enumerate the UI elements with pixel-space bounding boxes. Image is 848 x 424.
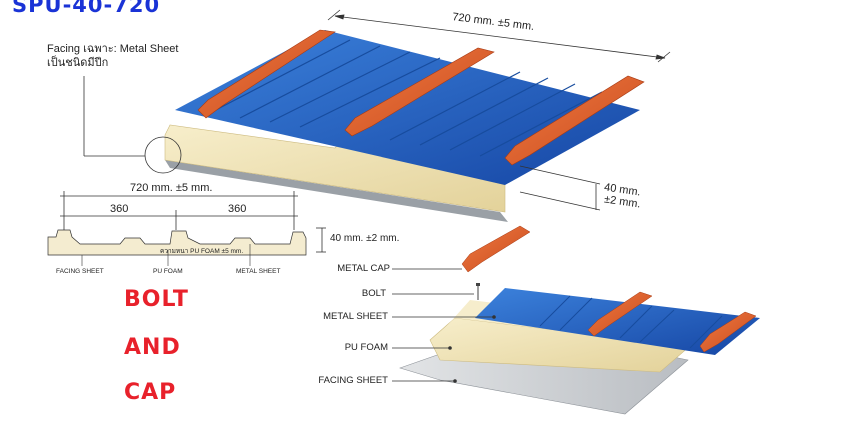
top-thickness-dimension bbox=[519, 165, 601, 211]
section-left-half: 360 bbox=[110, 203, 129, 215]
exploded-ribs bbox=[539, 295, 723, 349]
section-dimensions bbox=[60, 191, 326, 253]
exploded-metal-sheet bbox=[475, 288, 760, 355]
section-total-width: 720 mm. ±5 mm. bbox=[130, 182, 213, 194]
facing-note-line2: เป็นชนิดมีปีก bbox=[47, 57, 109, 69]
and-heading: AND bbox=[124, 335, 181, 360]
label-metal-sheet: METAL SHEET bbox=[323, 311, 388, 322]
section-metal-sheet: METAL SHEET bbox=[236, 268, 281, 275]
section-thickness: 40 mm. ±2 mm. bbox=[330, 233, 400, 244]
section-facing-sheet: FACING SHEET bbox=[56, 268, 104, 275]
section-pu-foam: PU FOAM bbox=[153, 268, 183, 275]
exploded-cap-3 bbox=[699, 311, 757, 353]
top-facing-edge bbox=[165, 160, 508, 222]
exploded-view bbox=[392, 225, 760, 415]
cap-heading: CAP bbox=[124, 380, 177, 405]
section-leaders bbox=[81, 244, 251, 266]
top-panel bbox=[83, 9, 671, 222]
label-metal-cap: METAL CAP bbox=[337, 263, 390, 274]
bolt-heading: BOLT bbox=[124, 287, 189, 312]
exploded-leaders bbox=[392, 268, 494, 382]
bolt-icon bbox=[476, 283, 480, 300]
facing-note: Facing เฉพาะ: Metal Sheet เป็นชนิดมีปีก bbox=[47, 42, 247, 70]
top-cap-2 bbox=[344, 47, 495, 137]
exploded-leader-dots bbox=[448, 315, 496, 383]
section-right-half: 360 bbox=[228, 203, 247, 215]
label-facing-sheet: FACING SHEET bbox=[318, 375, 388, 386]
facing-note-line1: Facing เฉพาะ: Metal Sheet bbox=[47, 43, 179, 55]
top-cap-3 bbox=[504, 75, 645, 166]
cross-section bbox=[47, 191, 326, 266]
top-width-dimension bbox=[327, 9, 671, 63]
facing-callout bbox=[83, 76, 182, 174]
exploded-cap-2 bbox=[587, 291, 653, 337]
section-foam-note: ความหนา PU FOAM ±5 mm. bbox=[160, 248, 244, 255]
section-profile bbox=[47, 229, 307, 256]
top-cap-1 bbox=[197, 29, 336, 119]
label-bolt: BOLT bbox=[361, 288, 386, 299]
loose-metal-cap bbox=[461, 225, 531, 273]
product-title: SPU-40-720 bbox=[12, 0, 161, 17]
label-pu-foam: PU FOAM bbox=[344, 342, 388, 353]
top-ribs bbox=[209, 39, 603, 157]
